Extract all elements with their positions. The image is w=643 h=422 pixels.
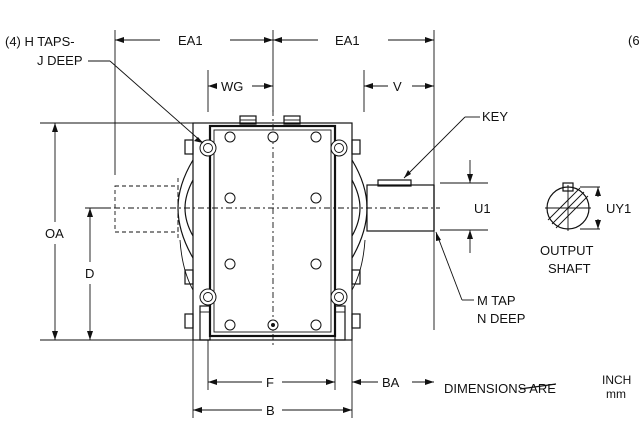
tapped-holes xyxy=(199,139,348,306)
label-ba: BA xyxy=(382,375,400,390)
dimension-v xyxy=(364,83,434,89)
dimension-ea1-left xyxy=(115,37,273,43)
label-h-taps-line1: (4) H TAPS- xyxy=(5,34,75,49)
dimension-f xyxy=(208,379,335,385)
dimension-oa xyxy=(52,123,58,340)
label-ea1-left: EA1 xyxy=(178,33,203,48)
output-shaft-section xyxy=(545,182,601,231)
dimension-b xyxy=(193,407,352,413)
label-oa: OA xyxy=(45,226,64,241)
label-unit-mm: mm xyxy=(606,387,626,401)
dimension-ea1-right xyxy=(273,37,434,43)
dimension-ba xyxy=(352,379,434,385)
label-unit-inch: INCH xyxy=(602,373,631,387)
dimension-d xyxy=(87,208,93,340)
output-shaft xyxy=(366,179,435,232)
cover-screws xyxy=(224,131,322,331)
input-shaft-hidden xyxy=(114,178,179,238)
label-dimensions-are: DIMENSIONS ARE xyxy=(444,381,556,396)
extension-lines xyxy=(40,30,488,418)
label-key: KEY xyxy=(482,109,508,124)
label-h-taps-line2: J DEEP xyxy=(37,53,83,68)
label-output-line1: OUTPUT xyxy=(540,243,594,258)
label-corner-fragment: (6 xyxy=(628,33,640,48)
label-wg: WG xyxy=(221,79,243,94)
label-d: D xyxy=(85,266,94,281)
label-m-tap: M TAP xyxy=(477,293,516,308)
strike-line xyxy=(519,383,557,390)
label-b: B xyxy=(266,403,275,418)
label-u1: U1 xyxy=(474,201,491,216)
label-v: V xyxy=(393,79,402,94)
center-lines xyxy=(100,110,440,345)
dimension-u1 xyxy=(467,160,473,253)
label-output-line2: SHAFT xyxy=(548,261,591,276)
dimension-labels: (4) H TAPS- J DEEP EA1 EA1 (6 WG V KEY O… xyxy=(5,33,640,418)
label-ea1-right: EA1 xyxy=(335,33,360,48)
dimension-wg xyxy=(208,83,273,89)
label-f: F xyxy=(266,375,274,390)
label-uy1: UY1 xyxy=(606,201,631,216)
label-n-deep: N DEEP xyxy=(477,311,525,326)
leader-lines xyxy=(88,60,480,301)
